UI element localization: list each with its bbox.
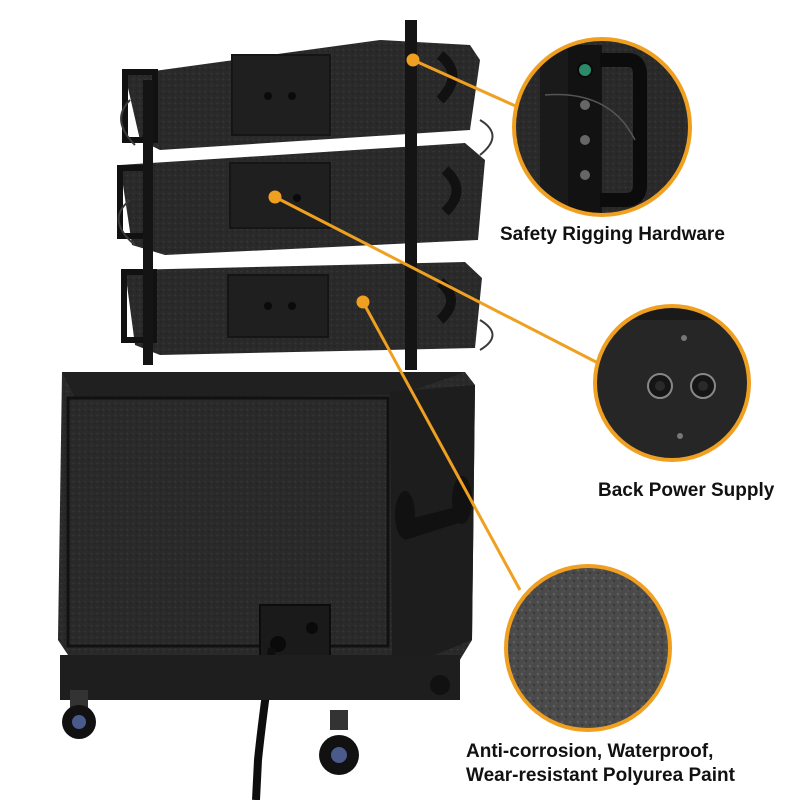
paint-label-line-2: Wear-resistant Polyurea Paint xyxy=(466,765,735,786)
power-detail-callout xyxy=(593,304,751,462)
caster-wheel-right xyxy=(319,710,359,775)
paint-texture-callout xyxy=(504,564,672,732)
paint-label-line-1: Anti-corrosion, Waterproof, xyxy=(466,741,714,762)
paint-label: Anti-corrosion, Waterproof, Wear-resista… xyxy=(466,740,735,788)
line-array-module-1 xyxy=(122,40,480,150)
caster-wheel-left xyxy=(62,690,96,739)
callout-leaders xyxy=(268,53,599,591)
line-array-module-2 xyxy=(117,143,485,255)
subwoofer-cabinet xyxy=(58,372,475,800)
rigging-frame xyxy=(117,20,494,370)
rigging-detail-callout xyxy=(512,37,692,217)
power-label: Back Power Supply xyxy=(598,480,775,501)
rigging-label: Safety Rigging Hardware xyxy=(500,224,725,245)
